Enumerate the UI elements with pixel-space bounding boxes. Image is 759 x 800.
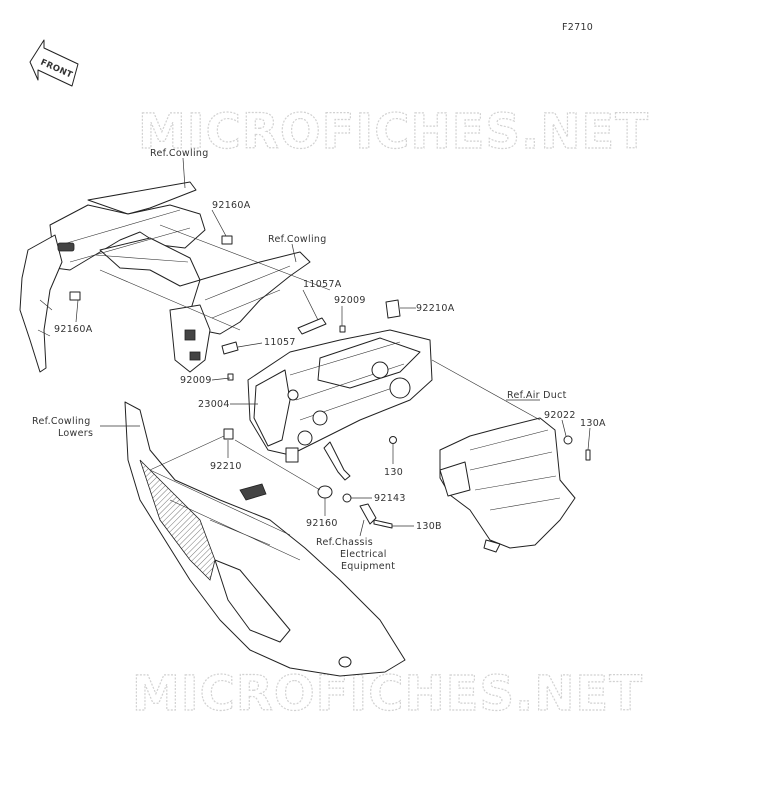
- label-92210a: 92210A: [416, 303, 455, 314]
- label-92143: 92143: [374, 493, 406, 504]
- bracket-92210-part: [223, 428, 234, 440]
- bolt-92009-top-part: [339, 325, 346, 333]
- label-ref-cowling-lowers-line2: Lowers: [58, 428, 93, 439]
- middle-cowl-bracket-part: [169, 251, 311, 373]
- label-92022: 92022: [544, 410, 576, 421]
- label-92160: 92160: [306, 518, 338, 529]
- front-arrow-icon: FRONT: [29, 39, 79, 87]
- lower-cowling-part: [124, 401, 406, 677]
- label-92160a-top: 92160A: [212, 200, 251, 211]
- clip-11057-part: [221, 341, 239, 355]
- label-ref-cowling-lowers-line1: Ref.Cowling: [32, 416, 91, 427]
- washer-92022-part: [563, 435, 573, 445]
- label-92009-left: 92009: [180, 375, 212, 386]
- label-ref-chassis-line1: Ref.Chassis: [316, 537, 373, 548]
- label-23004: 23004: [198, 399, 230, 410]
- label-ref-chassis-line3: Equipment: [341, 561, 395, 572]
- label-130b: 130B: [416, 521, 442, 532]
- bolt-130-part: [389, 436, 397, 444]
- upper-inner-cowl-part: [19, 181, 233, 373]
- leader-lines: [75, 157, 591, 537]
- clip-11057a-part: [297, 317, 327, 335]
- bolt-92009-left-part: [227, 373, 234, 381]
- bracket-92210a-part: [385, 299, 401, 319]
- label-11057a: 11057A: [303, 279, 342, 290]
- air-duct-part: [439, 417, 576, 553]
- bolt-130b-part: [373, 519, 393, 529]
- label-11057: 11057: [264, 337, 296, 348]
- watermark-top: MICROFICHES.NET: [138, 104, 649, 160]
- label-130a: 130A: [580, 418, 606, 429]
- headlight-assembly-part: [247, 329, 433, 481]
- watermark-bottom: MICROFICHES.NET: [132, 666, 643, 722]
- label-92210: 92210: [210, 461, 242, 472]
- label-92160a-left: 92160A: [54, 324, 93, 335]
- label-92009-top: 92009: [334, 295, 366, 306]
- label-130: 130: [384, 467, 403, 478]
- chassis-bracket-part: [359, 503, 377, 525]
- grommet-92160-part: [317, 485, 333, 499]
- alignment-lines: [99, 224, 541, 491]
- figure-code: F2710: [562, 22, 593, 33]
- bolt-130a-part: [585, 449, 591, 461]
- label-ref-air-duct: Ref.Air Duct: [507, 390, 567, 401]
- label-ref-cowling-mid: Ref.Cowling: [268, 234, 327, 245]
- collar-92143-part: [342, 493, 352, 503]
- label-ref-cowling-top: Ref.Cowling: [150, 148, 209, 159]
- label-ref-chassis-line2: Electrical: [340, 549, 387, 560]
